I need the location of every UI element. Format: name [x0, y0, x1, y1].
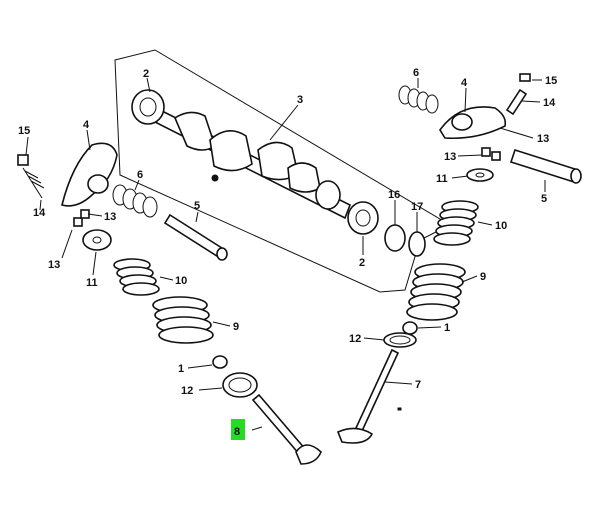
- spring-10-left: [113, 258, 160, 296]
- callout-12-right-seat: 12: [349, 333, 361, 345]
- callout-11-right-washer: 11: [436, 173, 448, 185]
- nut-13-left: [73, 209, 90, 227]
- spring-seat-12-right: [383, 332, 417, 348]
- callout-15-left-bolt: 15: [18, 125, 30, 137]
- valve-stem-seal-left: [212, 355, 228, 369]
- adjuster-bolt-right: [505, 73, 531, 116]
- callout-8-highlight: [231, 419, 245, 440]
- callout-15-right-bolt: 15: [545, 75, 557, 87]
- spring-6-right: [398, 85, 439, 114]
- callout-2-bearing-right: 2: [359, 257, 365, 269]
- callout-6-right-spring: 6: [413, 67, 419, 79]
- washer-11-left: [82, 229, 112, 251]
- rocker-shaft-right: [509, 148, 582, 184]
- callout-12-left-seat: 12: [181, 385, 193, 397]
- callout-17-o-ring: 17: [411, 201, 423, 213]
- callout-13-right-nut-b: 13: [444, 151, 456, 163]
- seal-ring-16: [384, 224, 406, 252]
- valve-stem-seal-right: [402, 321, 418, 335]
- callout-3-camshaft: 3: [297, 94, 303, 106]
- spring-seat-12-left: [222, 372, 258, 398]
- callout-6-left-spring: 6: [137, 169, 143, 181]
- adjuster-bolt-left: [17, 154, 45, 199]
- callout-8-valve: 8: [234, 426, 240, 438]
- callout-10-left-spring: 10: [175, 275, 187, 287]
- callout-9-left-spring: 9: [233, 321, 239, 333]
- camshaft-group-outline: [114, 49, 452, 293]
- callout-5-left-shaft: 5: [194, 200, 200, 212]
- callout-13-left-nut: 13: [104, 211, 116, 223]
- nut-13-right: [481, 147, 501, 161]
- callout-1-left-seal: 1: [178, 363, 184, 375]
- spring-6-left: [112, 184, 158, 218]
- callout-10-right-spring: 10: [495, 220, 507, 232]
- rocker-shaft-left: [163, 213, 228, 261]
- callout-4-left-rocker: 4: [83, 119, 90, 131]
- callout-9-right-spring: 9: [480, 271, 486, 283]
- spring-9-right: [406, 263, 466, 321]
- spring-9-left: [152, 296, 214, 344]
- washer-11-right: [466, 168, 494, 182]
- valve-7: [336, 348, 400, 444]
- leader-lines: [25, 77, 546, 431]
- callout-5-right-shaft: 5: [541, 193, 547, 205]
- camshaft: [131, 89, 379, 235]
- callout-13-right-nut-c: 13: [48, 259, 60, 271]
- rocker-arm-right: [439, 106, 507, 140]
- callout-13-right-nut-a: 13: [537, 133, 549, 145]
- rocker-arm-left: [61, 142, 118, 207]
- valve-8: [251, 393, 322, 465]
- callout-11-left-washer: 11: [86, 277, 98, 289]
- callout-16-seal: 16: [388, 189, 400, 201]
- callout-1-right-seal: 1: [444, 322, 450, 334]
- callout-7-valve: 7: [415, 379, 421, 391]
- callout-labels: 2 3 6 4 15 14 13 11 5 16 17 2 10 9 1 12 …: [18, 67, 557, 438]
- o-ring-17: [408, 231, 426, 257]
- callout-14-right-bolt: 14: [543, 97, 556, 109]
- callout-2-camshaft-bearing: 2: [143, 68, 149, 80]
- callout-14-left-bolt: 14: [33, 207, 46, 219]
- spring-10-right: [433, 200, 479, 246]
- callout-4-right-rocker: 4: [461, 77, 468, 89]
